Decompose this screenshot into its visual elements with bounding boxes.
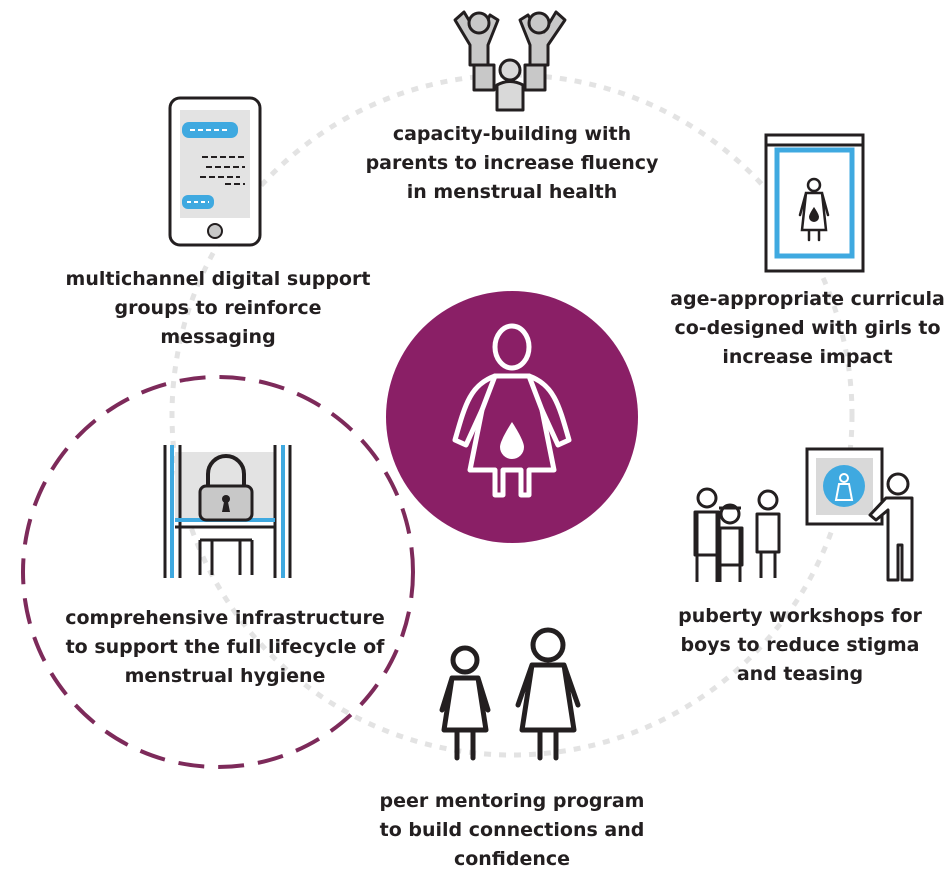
parents-and-child-icon bbox=[453, 10, 567, 112]
label-mentoring: peer mentoring program to build connecti… bbox=[379, 790, 645, 870]
workshop-presentation-icon bbox=[693, 447, 914, 582]
label-infrastructure: comprehensive infrastructure to support … bbox=[65, 607, 385, 687]
woman-with-blood-drop-icon bbox=[386, 291, 638, 543]
label-workshops: puberty workshops for boys to reduce sti… bbox=[678, 605, 922, 685]
label-digital: multichannel digital support groups to r… bbox=[65, 268, 371, 348]
smartphone-chat-icon bbox=[168, 96, 262, 247]
locked-toilet-stall-icon bbox=[163, 445, 292, 578]
highlight-dashed-circle bbox=[21, 375, 415, 769]
label-curricula: age-appropriate curricula co-designed wi… bbox=[670, 288, 945, 368]
book-icon bbox=[764, 133, 865, 273]
two-girls-icon bbox=[439, 627, 581, 761]
connecting-ring bbox=[169, 72, 855, 758]
label-parents: capacity-building with parents to increa… bbox=[365, 123, 659, 203]
